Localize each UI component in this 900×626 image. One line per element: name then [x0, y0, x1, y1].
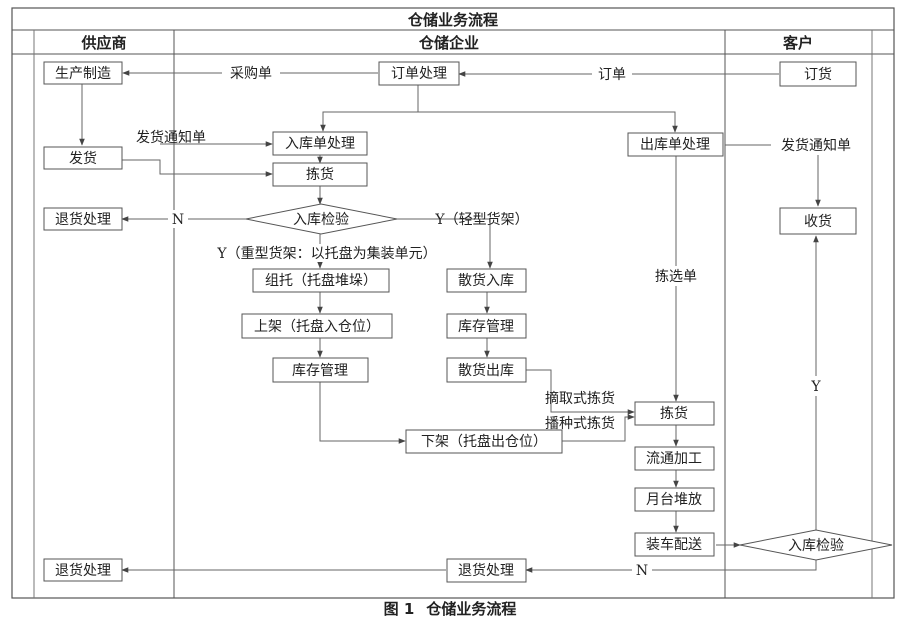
node-loading-label: 装车配送 [646, 536, 702, 553]
edge-unshelve-picking [562, 414, 635, 442]
node-shelve-label: 上架（托盘入仓位） [254, 318, 380, 335]
node-order-process: 订单处理 [378, 61, 460, 86]
node-outbound-order-label: 出库单处理 [640, 137, 710, 153]
node-palletize-label: 组托（托盘堆垛） [265, 272, 377, 289]
lane-customer: 客户 [782, 34, 813, 52]
label-order: 订单 [598, 67, 626, 83]
label-no-bottom: N [636, 563, 648, 579]
edge-check-return-final [525, 560, 817, 573]
node-bulk-inbound: 散货入库 [446, 268, 527, 293]
label-pick-mode-1: 摘取式拣货 [545, 390, 615, 407]
node-picking: 拣货 [634, 401, 715, 426]
node-receive-label: 收货 [804, 213, 832, 230]
node-inbound-check: 入库检验 [245, 203, 398, 235]
node-picking-label: 拣货 [660, 405, 688, 422]
node-return-bottom: 退货处理 [43, 558, 123, 582]
label-purchase-order: 采购单 [230, 66, 272, 82]
diagram-title: 仓储业务流程 [407, 11, 498, 29]
diagram-frame [11, 7, 895, 599]
node-inventory-right: 库存管理 [446, 313, 527, 339]
node-loading: 装车配送 [634, 532, 715, 557]
node-return-top: 退货处理 [43, 207, 123, 231]
node-palletize: 组托（托盘堆垛） [252, 268, 390, 293]
edge-bulkout-picking [526, 369, 635, 415]
label-pick-mode-2: 播种式拣货 [545, 415, 615, 432]
label-ship-notice-customer: 发货通知单 [781, 137, 851, 154]
figure-caption: 图 1 仓储业务流程 [0, 598, 900, 619]
label-no-top: N [172, 212, 184, 228]
node-order-goods: 订货 [779, 61, 857, 87]
node-order-goods-label: 订货 [804, 66, 832, 83]
label-pick-list: 拣选单 [655, 269, 697, 285]
node-pick-goods: 拣货 [272, 162, 368, 187]
node-ship: 发货 [43, 146, 123, 170]
edge-ship-pick [121, 159, 273, 177]
label-yes-heavy: Y（重型货架：以托盘为集装单元） [216, 245, 436, 262]
label-ship-notice-supplier: 发货通知单 [136, 129, 206, 146]
node-order-process-label: 订单处理 [391, 66, 447, 82]
node-outbound-order: 出库单处理 [627, 132, 724, 157]
node-return-final-label: 退货处理 [458, 562, 514, 579]
node-production-label: 生产制造 [55, 66, 111, 82]
node-unshelve: 下架（托盘出仓位） [405, 429, 563, 454]
label-yes-customer: Y [810, 379, 821, 395]
node-ship-label: 发货 [69, 150, 97, 167]
node-customer-check-label: 入库检验 [788, 538, 844, 554]
node-bulk-outbound: 散货出库 [446, 357, 527, 383]
node-inventory-right-label: 库存管理 [458, 319, 514, 335]
node-staging-label: 月台堆放 [646, 492, 702, 508]
edge-inventory-unshelve [319, 382, 406, 444]
node-customer-check: 入库检验 [739, 529, 893, 561]
node-receive: 收货 [779, 207, 857, 235]
node-return-final: 退货处理 [446, 558, 527, 583]
lane-supplier: 供应商 [80, 34, 126, 52]
node-inbound-check-label: 入库检验 [293, 212, 349, 228]
figure-caption-text: 仓储业务流程 [426, 600, 517, 618]
node-processing: 流通加工 [634, 446, 715, 471]
node-bulk-inbound-label: 散货入库 [458, 272, 514, 289]
node-shelve: 上架（托盘入仓位） [241, 313, 393, 339]
node-staging: 月台堆放 [634, 487, 715, 512]
node-return-bottom-label: 退货处理 [55, 562, 111, 579]
node-unshelve-label: 下架（托盘出仓位） [421, 433, 547, 450]
label-yes-light: Y（轻型货架） [434, 211, 528, 228]
node-inbound-order: 入库单处理 [272, 131, 368, 156]
figure-number: 图 1 [383, 600, 415, 618]
edge-order-outbound [418, 111, 678, 133]
edge-check-light [397, 218, 493, 269]
node-bulk-outbound-label: 散货出库 [458, 362, 514, 379]
edge-order-split [320, 85, 419, 132]
node-inventory-left-label: 库存管理 [292, 363, 348, 379]
node-pick-goods-label: 拣货 [306, 166, 334, 183]
node-processing-label: 流通加工 [646, 451, 702, 467]
node-inbound-order-label: 入库单处理 [285, 136, 355, 152]
lane-warehouse: 仓储企业 [418, 34, 479, 52]
node-return-top-label: 退货处理 [55, 211, 111, 228]
edge-labels: 采购单 订单 发货通知单 N Y（轻型货架） Y（重型货架：以托盘为集装单元） … [136, 63, 861, 579]
node-inventory-left: 库存管理 [272, 357, 369, 383]
node-production: 生产制造 [43, 61, 123, 85]
